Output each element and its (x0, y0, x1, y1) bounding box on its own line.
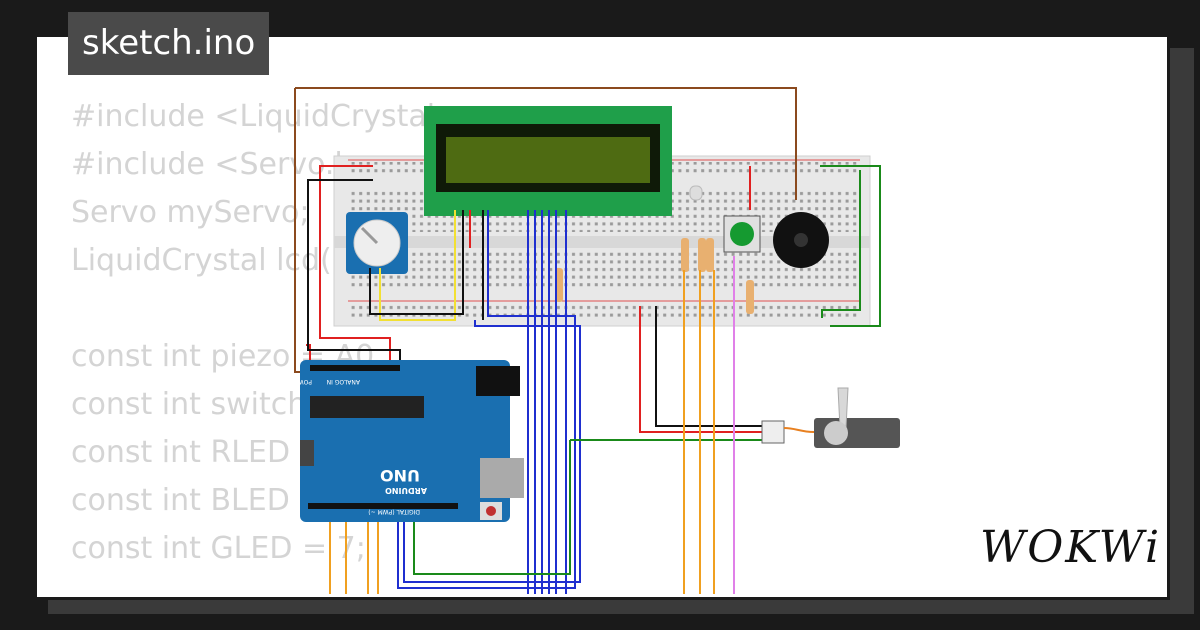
code-line: const int GLED = 7; (71, 531, 366, 566)
code-line: Servo myServo; (71, 195, 310, 230)
board-analog-label: ANALOG IN (327, 378, 360, 385)
board-logo: UNO (380, 466, 420, 485)
arduino-uno-board: UNO ARDUINO DIGITAL (PWM ~) ANALOG IN PO… (290, 360, 524, 522)
buzzer-icon (773, 212, 829, 268)
code-line: const int RLED = (71, 435, 335, 470)
code-line: const int switch (71, 387, 307, 422)
code-line: #include <LiquidCrystal (71, 99, 436, 134)
resistor-icon (555, 238, 754, 314)
file-tab[interactable]: sketch.ino (68, 12, 270, 75)
lcd-display (424, 106, 672, 216)
code-preview: #include <LiquidCrystal #include <Servo.… (71, 93, 435, 573)
servo-icon (761, 387, 900, 448)
code-line: const int piezo = A0 (71, 339, 375, 374)
pushbutton-icon[interactable] (723, 215, 761, 253)
board-maker: ARDUINO (385, 486, 427, 495)
board-power-label: POWER (290, 378, 312, 385)
wokwi-logo: WOKWi (980, 522, 1162, 573)
potentiometer-icon[interactable] (346, 212, 408, 274)
board-digital-label: DIGITAL (PWM ~) (368, 508, 420, 515)
led-icon (689, 185, 703, 201)
